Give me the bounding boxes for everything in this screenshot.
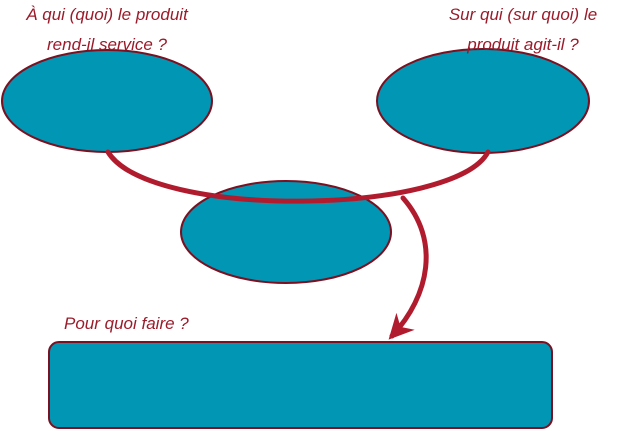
- horn-arc: [105, 149, 491, 204]
- function-arrow: [388, 195, 429, 340]
- material-ellipse: [376, 48, 590, 154]
- material-question-label: Sur qui (sur quoi) le produit agit-il ?: [412, 0, 617, 60]
- user-ellipse: [1, 49, 213, 153]
- material-question-line2: produit agit-il ?: [467, 35, 579, 54]
- user-question-label: À qui (quoi) le produit rend-il service …: [0, 0, 214, 60]
- user-question-line1: À qui (quoi) le produit: [26, 5, 188, 24]
- product-ellipse: [180, 180, 392, 284]
- function-question-label: Pour quoi faire ?: [64, 309, 189, 339]
- material-question-line1: Sur qui (sur quoi) le: [448, 5, 598, 24]
- function-question-text: Pour quoi faire ?: [64, 314, 189, 333]
- function-box: [48, 341, 553, 429]
- user-question-line2: rend-il service ?: [47, 35, 167, 54]
